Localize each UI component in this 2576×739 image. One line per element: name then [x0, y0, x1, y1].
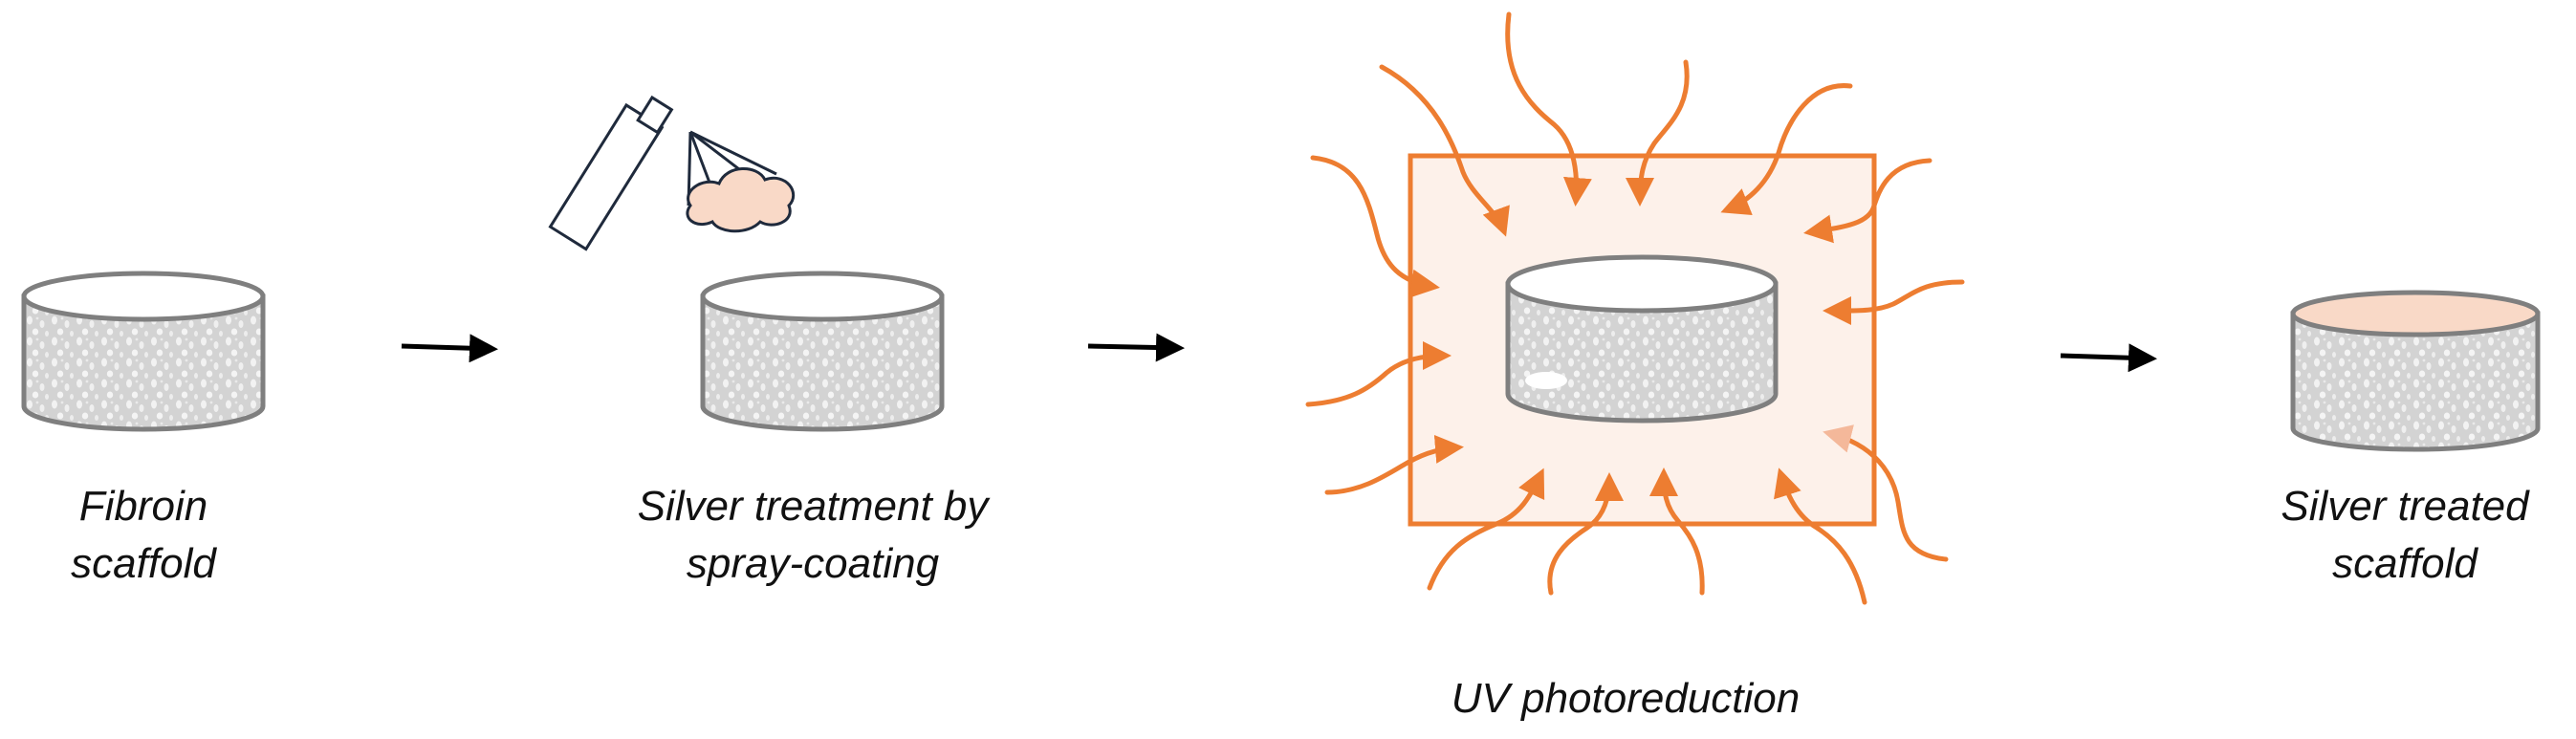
uv-ray-arrow-icon	[1803, 158, 1932, 244]
fibroin-label-line1: Fibroin	[78, 483, 208, 530]
uv-ray-arrow-icon	[1823, 424, 1949, 562]
uv-ray-arrow-icon	[1547, 472, 1624, 596]
fibroin-scaffold-label: Fibroin scaffold	[48, 478, 239, 593]
uv-ray-arrow-icon	[1427, 467, 1545, 591]
uv-ray-arrow-icon	[1649, 467, 1705, 596]
spray-bottle-icon	[548, 95, 674, 251]
uv-scaffold-icon	[1505, 254, 1779, 424]
treated-label-line2: scaffold	[2332, 540, 2478, 587]
spray-scaffold-icon	[700, 271, 945, 432]
uv-ray-arrow-icon	[1774, 467, 1867, 605]
uv-ray-arrow-icon	[1379, 64, 1510, 237]
uv-ray-arrow-icon	[1305, 341, 1452, 407]
spray-label-line1: Silver treatment by	[637, 483, 989, 530]
spray-coating-label: Silver treatment by spray-coating	[574, 478, 1052, 593]
process-arrow-icon	[2060, 343, 2157, 373]
treated-label-line1: Silver treated	[2281, 483, 2529, 530]
uv-ray-arrow-icon	[1720, 83, 1853, 216]
uv-ray-arrow-icon	[1505, 11, 1592, 206]
fibroin-scaffold-icon	[21, 271, 266, 432]
spray-label-line2: spray-coating	[686, 540, 940, 587]
silver-treated-scaffold-label: Silver treated scaffold	[2242, 478, 2567, 593]
uv-ray-arrow-icon	[1324, 434, 1464, 495]
silver-coating-surface	[2290, 290, 2541, 337]
spray-mist-icon	[686, 130, 796, 233]
uv-ray-arrow-icon	[1823, 279, 1965, 326]
process-arrow-icon	[1087, 333, 1185, 362]
uv-rays-group	[1305, 11, 1965, 605]
fibroin-label-line2: scaffold	[71, 540, 216, 587]
uv-ray-arrow-icon	[1626, 59, 1690, 206]
uv-label-text: UV photoreduction	[1451, 675, 1801, 722]
treated-scaffold-icon	[2290, 290, 2541, 452]
process-arrow-icon	[401, 334, 498, 363]
uv-photoreduction-label: UV photoreduction	[1386, 670, 1865, 728]
uv-ray-arrow-icon	[1310, 155, 1440, 298]
